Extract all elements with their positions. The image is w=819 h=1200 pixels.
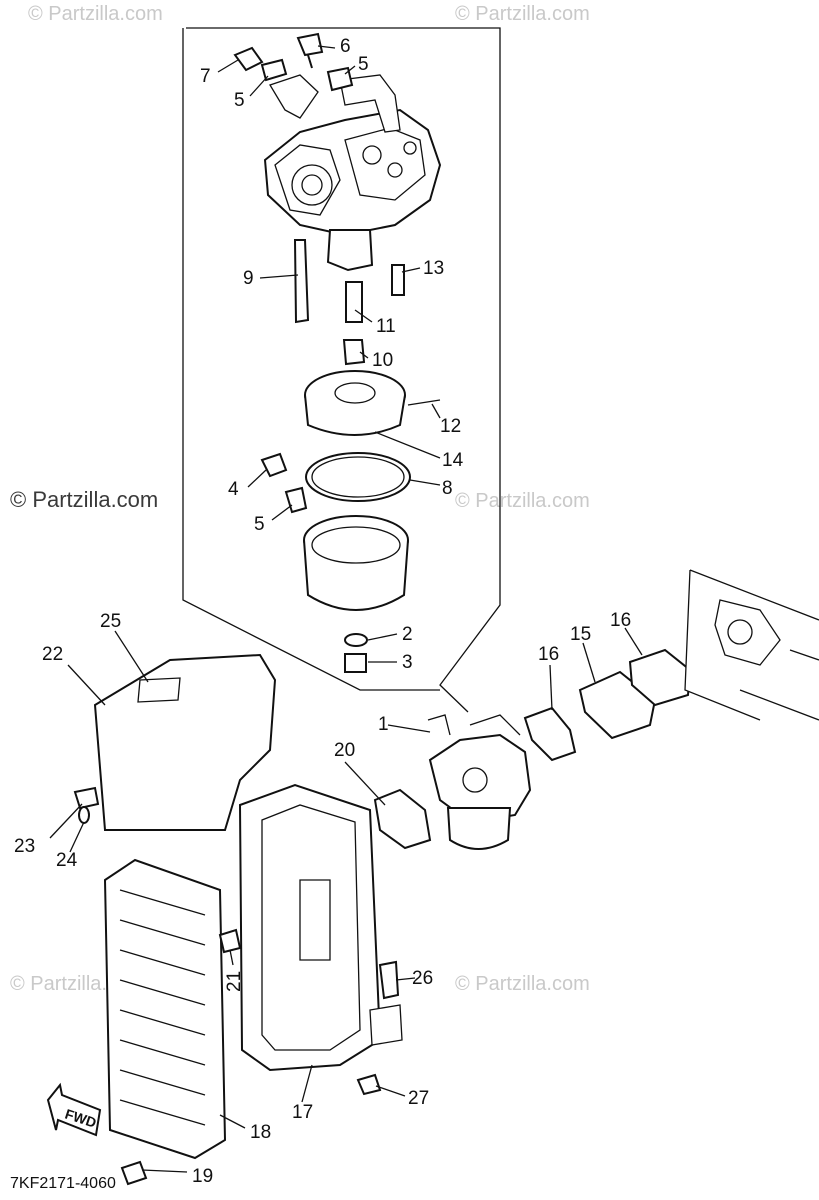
watermark-top-left: © Partzilla.com [28, 3, 163, 25]
washer-24 [78, 806, 90, 824]
pin-12 [407, 399, 441, 406]
pipe-9 [293, 239, 310, 324]
screw-4 [260, 452, 288, 478]
callout-24: 24 [56, 850, 78, 871]
callout-3: 3 [402, 652, 413, 673]
nozzle-11 [345, 281, 363, 323]
carburetor-body-exploded [263, 74, 442, 272]
callout-22: 22 [42, 644, 63, 665]
callout-10: 10 [372, 350, 393, 371]
watermark-top-right: © Partzilla.com [455, 3, 590, 25]
callout-7: 7 [200, 66, 211, 87]
callout-16b: 16 [610, 610, 631, 631]
watermark-mid-left: © Partzilla.com [10, 487, 158, 512]
callout-4: 4 [228, 479, 239, 500]
callout-5c: 5 [254, 514, 265, 535]
callout-19: 19 [192, 1166, 213, 1187]
callout-5b: 5 [358, 54, 369, 75]
callout-6: 6 [340, 36, 351, 57]
callout-26: 26 [412, 968, 433, 989]
screw-7 [233, 46, 264, 72]
jet-13 [391, 264, 405, 296]
fwd-arrow-icon: FWD [46, 1082, 102, 1137]
jet-10 [342, 339, 366, 366]
spring-5-left [260, 58, 288, 82]
callout-14: 14 [442, 450, 464, 471]
callout-2: 2 [402, 624, 413, 645]
callout-9: 9 [243, 268, 254, 289]
label-25 [137, 677, 181, 703]
carburetor-assembly-1 [427, 714, 532, 850]
diagram-code: 7KF2171-4060 [10, 1175, 116, 1192]
watermark-bottom-right: © Partzilla.com [455, 973, 590, 995]
callout-21: 21 [224, 971, 245, 992]
callout-27: 27 [408, 1088, 429, 1109]
callout-18: 18 [250, 1122, 271, 1143]
screw-6 [296, 32, 324, 69]
callout-12: 12 [440, 416, 461, 437]
nut-19 [120, 1160, 148, 1186]
bolt-23 [73, 786, 100, 810]
gasket-16-left [523, 706, 577, 762]
callout-15: 15 [570, 624, 591, 645]
float-bowl [303, 515, 409, 611]
engine-block [684, 569, 819, 721]
gasket-20 [373, 788, 432, 850]
callout-11: 11 [376, 316, 396, 337]
gasket-16-right [628, 648, 692, 707]
air-cleaner-case-17 [238, 783, 403, 1072]
exploded-view-boundary [182, 27, 501, 713]
callout-20: 20 [334, 740, 355, 761]
callout-17: 17 [292, 1102, 313, 1123]
o-ring-8 [305, 452, 411, 502]
nut-27 [356, 1073, 382, 1096]
watermark-mid-right: © Partzilla.com [455, 490, 590, 512]
leader-lines [49, 45, 643, 1173]
callout-5a: 5 [234, 90, 245, 111]
bolt-3 [344, 653, 367, 673]
air-filter-grille-18 [103, 858, 227, 1160]
washer-2 [344, 633, 368, 647]
callout-23: 23 [14, 836, 35, 857]
callout-13: 13 [423, 258, 444, 279]
nut-21 [218, 928, 242, 954]
callout-16a: 16 [538, 644, 559, 665]
callout-1: 1 [378, 714, 389, 735]
callout-8: 8 [442, 478, 453, 499]
bolt-26 [378, 960, 400, 1000]
float-14 [304, 370, 406, 436]
callout-25: 25 [100, 611, 121, 632]
spring-5-lower [284, 486, 308, 514]
